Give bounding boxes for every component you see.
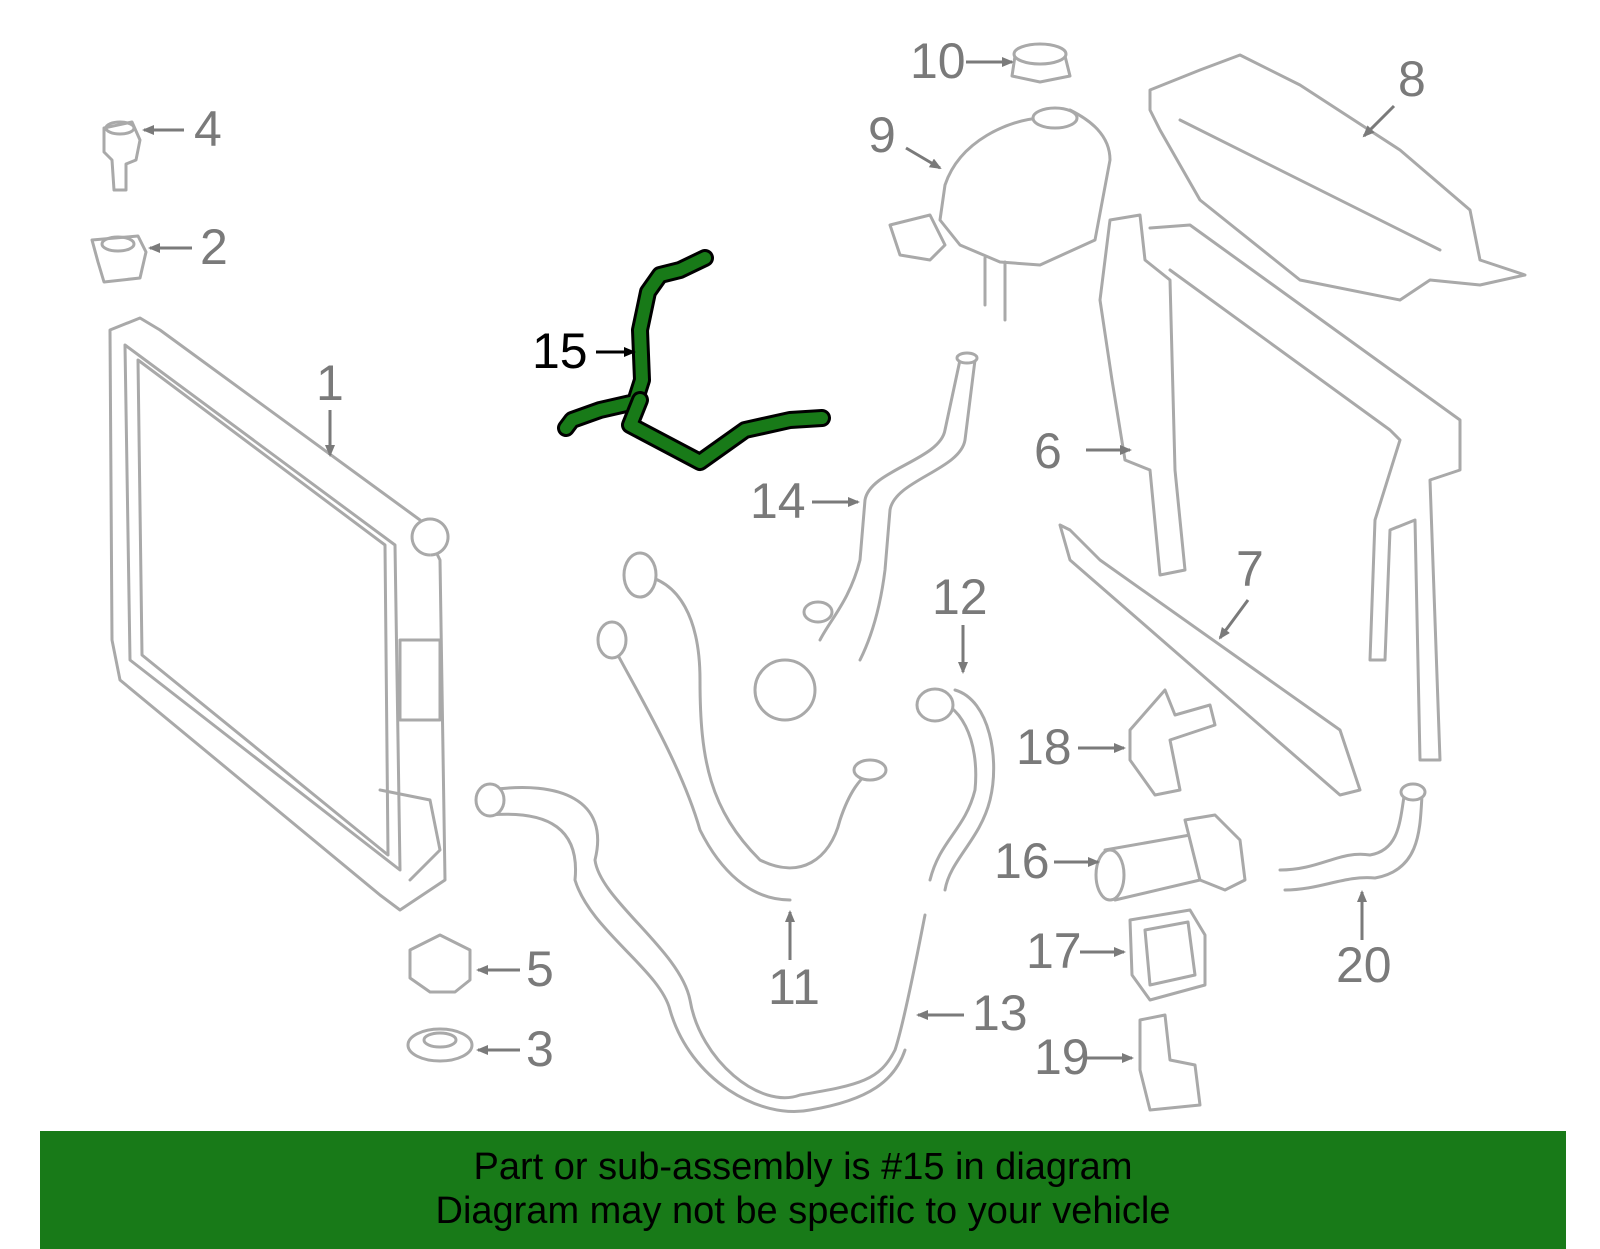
banner-line-1: Part or sub-assembly is #15 in diagram [473, 1146, 1133, 1188]
part-19-clamp [1138, 1013, 1202, 1112]
part-7-bar [1058, 523, 1362, 797]
part-6-bracket [1098, 213, 1187, 577]
label-15: 15 [532, 323, 588, 379]
part-15-hose-highlighted [557, 249, 831, 471]
part-10-tank-cap [1010, 42, 1072, 84]
part-13-hose [474, 782, 927, 1113]
part-9-expansion-tank [888, 106, 1112, 322]
part-16-pump [1094, 813, 1247, 902]
label-9: 9 [868, 107, 896, 163]
label-8: 8 [1398, 51, 1426, 107]
part-14-hose [753, 351, 979, 722]
label-10: 10 [910, 33, 966, 89]
label-6: 6 [1034, 423, 1062, 479]
label-4: 4 [194, 101, 222, 157]
banner-line-2: Diagram may not be specific to your vehi… [435, 1190, 1171, 1232]
label-14: 14 [750, 473, 806, 529]
label-7: 7 [1236, 541, 1264, 597]
label-12: 12 [932, 569, 988, 625]
part-12-hose [915, 687, 996, 892]
label-3: 3 [526, 1021, 554, 1077]
part-17-seal [1128, 908, 1207, 1002]
label-19: 19 [1034, 1029, 1090, 1085]
label-18: 18 [1016, 719, 1072, 775]
part-4-bolt [102, 120, 142, 192]
part-20-pipe [1278, 782, 1427, 892]
label-11: 11 [768, 959, 820, 1015]
label-5: 5 [526, 941, 554, 997]
label-20: 20 [1336, 937, 1392, 993]
part-18-bracket [1128, 688, 1217, 797]
part-1-radiator [108, 316, 450, 912]
parts-diagram: 1 2 3 4 5 6 7 8 [90, 33, 1527, 1113]
label-16: 16 [994, 833, 1050, 889]
part-3-cap [406, 1027, 474, 1063]
label-13: 13 [972, 985, 1028, 1041]
support-frame [1148, 223, 1462, 762]
part-11-hose [596, 551, 888, 902]
label-1: 1 [316, 355, 344, 411]
part-8-cover [1148, 53, 1527, 302]
part-5-mount [408, 933, 472, 994]
label-17: 17 [1026, 923, 1082, 979]
part-2-clip [90, 234, 148, 284]
info-banner: Part or sub-assembly is #15 in diagram D… [40, 1131, 1566, 1249]
label-2: 2 [200, 219, 228, 275]
